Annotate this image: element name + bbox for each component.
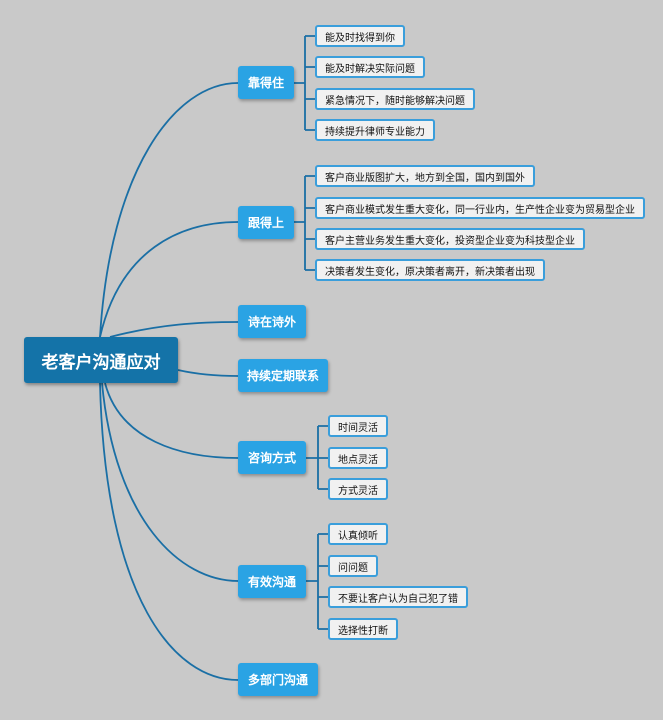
branch-beyond-poetry[interactable]: 诗在诗外 bbox=[238, 305, 306, 338]
branch-reliable[interactable]: 靠得住 bbox=[238, 66, 294, 99]
branch-multi-department[interactable]: 多部门沟通 bbox=[238, 663, 318, 696]
leaf-reliable-4[interactable]: 持续提升律师专业能力 bbox=[315, 119, 435, 141]
branch-regular-contact[interactable]: 持续定期联系 bbox=[238, 359, 328, 392]
leaf-effective-2[interactable]: 问问题 bbox=[328, 555, 378, 577]
leaf-keep-up-1[interactable]: 客户商业版图扩大，地方到全国，国内到国外 bbox=[315, 165, 535, 187]
link-root-branch-3 bbox=[177, 369, 239, 377]
leaf-keep-up-4[interactable]: 决策者发生变化，原决策者离开，新决策者出现 bbox=[315, 259, 545, 281]
leaf-consult-3[interactable]: 方式灵活 bbox=[328, 478, 388, 500]
link-root-branch-0 bbox=[99, 82, 239, 338]
link-root-branch-6 bbox=[99, 382, 239, 681]
leaf-consult-2[interactable]: 地点灵活 bbox=[328, 447, 388, 469]
branch-effective-communication[interactable]: 有效沟通 bbox=[238, 565, 306, 598]
branch-keep-up[interactable]: 跟得上 bbox=[238, 206, 294, 239]
link-root-branch-1 bbox=[99, 221, 239, 338]
leaf-effective-4[interactable]: 选择性打断 bbox=[328, 618, 398, 640]
branch-consult-method[interactable]: 咨询方式 bbox=[238, 441, 306, 474]
leaf-effective-1[interactable]: 认真倾听 bbox=[328, 523, 388, 545]
central-topic[interactable]: 老客户沟通应对 bbox=[24, 337, 178, 383]
leaf-keep-up-2[interactable]: 客户商业模式发生重大变化，同一行业内，生产性企业变为贸易型企业 bbox=[315, 197, 645, 219]
link-root-branch-2 bbox=[109, 321, 239, 338]
leaf-reliable-1[interactable]: 能及时找得到你 bbox=[315, 25, 405, 47]
link-b5-leaves bbox=[303, 533, 328, 630]
leaf-keep-up-3[interactable]: 客户主营业务发生重大变化，投资型企业变为科技型企业 bbox=[315, 228, 585, 250]
leaf-consult-1[interactable]: 时间灵活 bbox=[328, 415, 388, 437]
leaf-effective-3[interactable]: 不要让客户认为自己犯了错 bbox=[328, 586, 468, 608]
leaf-reliable-3[interactable]: 紧急情况下，随时能够解决问题 bbox=[315, 88, 475, 110]
link-root-branch-4 bbox=[104, 382, 239, 459]
link-root-branch-5 bbox=[101, 382, 239, 582]
leaf-reliable-2[interactable]: 能及时解决实际问题 bbox=[315, 56, 425, 78]
link-b4-leaves bbox=[303, 425, 328, 490]
